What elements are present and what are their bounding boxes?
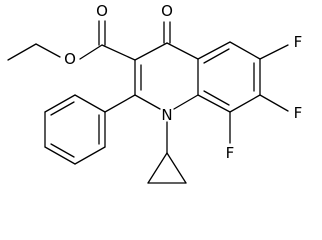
atom-fluorine-8: F: [226, 144, 235, 162]
bond-ph-c5-c6: [74, 146, 106, 165]
bond-c4a-c5-inner: [203, 48, 230, 64]
bond-c3-c4: [134, 42, 168, 61]
bond-ph-c2-c3: [44, 94, 76, 113]
atom-ring-nitrogen: N: [161, 106, 172, 124]
bond-ph-inner-1: [50, 101, 75, 116]
bond-carbonyl-c3: [101, 44, 136, 61]
atom-ester-ether-oxygen: O: [64, 50, 76, 68]
bond-ph-inner-2: [50, 143, 75, 158]
bond-cp-left: [147, 152, 168, 184]
bond-c7-f: [259, 94, 289, 112]
bond-c8-c8a-inner: [203, 90, 230, 106]
bond-c4a-c5: [197, 41, 231, 60]
bond-ethyl-ch2-o: [35, 43, 61, 58]
bond-c6-f: [259, 44, 289, 60]
bond-ph-c4-c5: [44, 146, 76, 165]
bond-n-c2: [134, 94, 161, 110]
bond-c8a-n: [173, 94, 199, 110]
bond-cp-right: [166, 152, 187, 184]
atom-fluorine-6: F: [294, 33, 303, 51]
bond-c7-c8: [229, 94, 261, 113]
molecule-structure: O O O N F F F: [7, 2, 303, 184]
bond-c4-c4a: [166, 42, 199, 60]
bond-o-carbonyl: [79, 44, 103, 60]
bond-c5-c6: [229, 41, 261, 60]
atom-fluorine-7: F: [294, 104, 303, 122]
bond-c8-c8a: [197, 94, 231, 113]
bond-c2-phenyl: [104, 94, 136, 113]
bond-ethyl-ch3: [7, 43, 37, 61]
atom-keto-oxygen: O: [161, 2, 173, 20]
bond-ph-c1-c2: [74, 94, 106, 113]
atom-ester-carbonyl-oxygen: O: [96, 2, 108, 20]
structure-canvas: O O O N F F F: [7, 2, 303, 184]
